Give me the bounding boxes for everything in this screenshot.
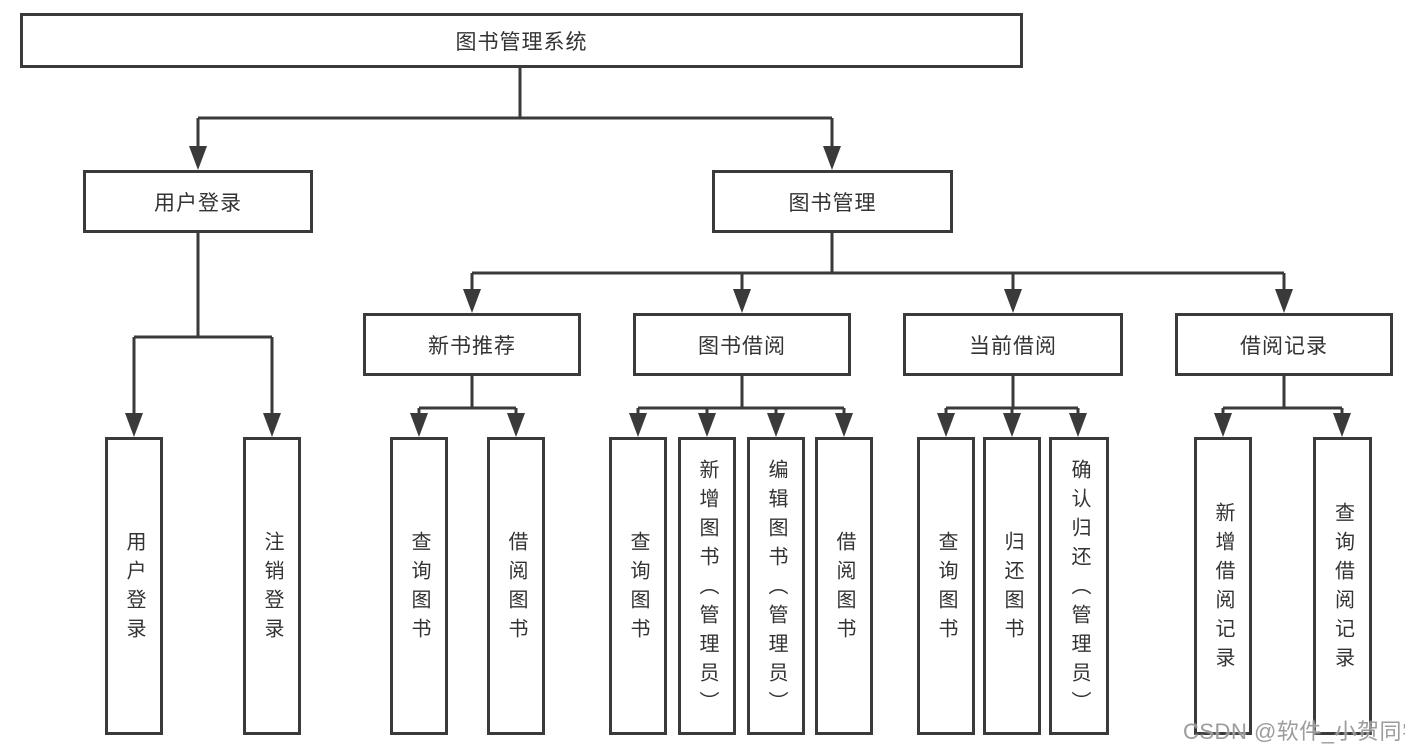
node-current-borrow: 当前借阅: [903, 313, 1123, 376]
node-book-borrow: 图书借阅: [633, 313, 851, 376]
node-borrow-records: 借阅记录: [1175, 313, 1393, 376]
leaf-query-borrow-record: 查询借阅记录: [1313, 437, 1372, 735]
arrowhead-icons: [125, 146, 1351, 437]
leaf-confirm-return-admin: 确认归还（管理员）: [1049, 437, 1109, 735]
leaf-return-books: 归还图书: [983, 437, 1041, 735]
node-book-management: 图书管理: [712, 170, 953, 233]
leaf-add-borrow-record: 新增借阅记录: [1194, 437, 1252, 735]
node-root-system: 图书管理系统: [20, 13, 1023, 68]
node-new-book-recommend: 新书推荐: [363, 313, 581, 376]
leaf-user-login: 用户登录: [105, 437, 163, 735]
leaf-logout: 注销登录: [243, 437, 301, 735]
node-user-login: 用户登录: [83, 170, 313, 233]
leaf-borrow-books: 借阅图书: [815, 437, 873, 735]
csdn-watermark: CSDN @软件_小贺同学: [1183, 719, 1405, 744]
leaf-borrow-books-recommend: 借阅图书: [487, 437, 545, 735]
leaf-edit-books-admin: 编辑图书（管理员）: [747, 437, 805, 735]
leaf-query-books-recommend: 查询图书: [390, 437, 448, 735]
leaf-add-books-admin: 新增图书（管理员）: [678, 437, 736, 735]
leaf-query-books-borrow: 查询图书: [609, 437, 667, 735]
leaf-query-books-current: 查询图书: [917, 437, 975, 735]
